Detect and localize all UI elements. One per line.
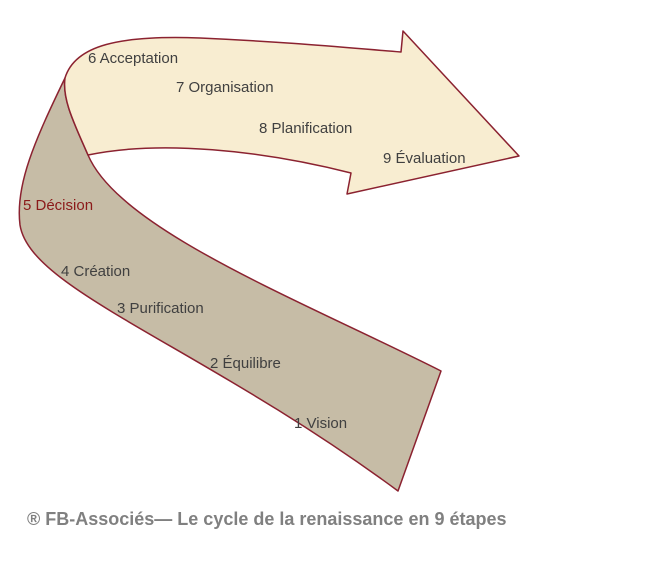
diagram-caption: ® FB-Associés— Le cycle de la renaissanc… bbox=[27, 509, 507, 529]
step-label-2: 2 Équilibre bbox=[210, 355, 281, 372]
step-label-3: 3 Purification bbox=[117, 300, 204, 317]
step-label-5: 5 Décision bbox=[23, 197, 93, 214]
step-label-4: 4 Création bbox=[61, 263, 130, 280]
upper-arrow-shape bbox=[63, 30, 520, 195]
step-label-6: 6 Acceptation bbox=[88, 50, 178, 67]
step-label-8: 8 Planification bbox=[259, 120, 352, 137]
step-label-9: 9 Évaluation bbox=[383, 150, 466, 167]
step-label-7: 7 Organisation bbox=[176, 79, 274, 96]
step-label-1: 1 Vision bbox=[294, 415, 347, 432]
